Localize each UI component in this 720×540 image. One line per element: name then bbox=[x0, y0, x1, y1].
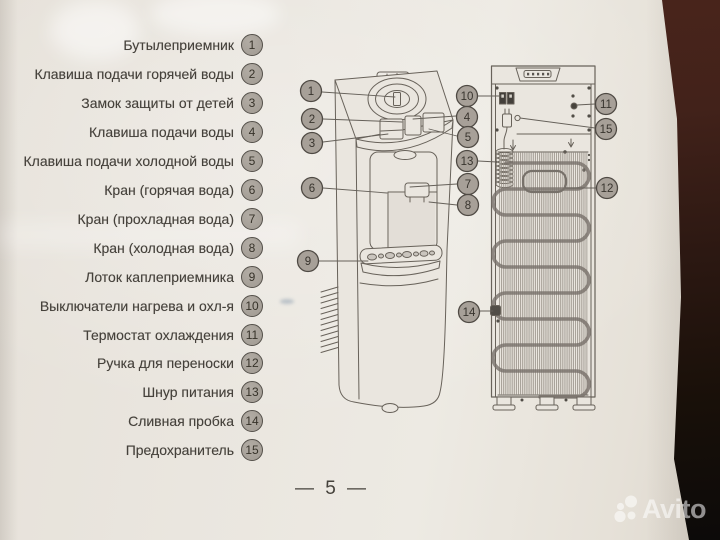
part-number-badge: 4 bbox=[241, 120, 263, 143]
power-plug bbox=[502, 108, 512, 150]
callout-circle-6 bbox=[300, 176, 324, 200]
part-label: Лоток каплеприемника bbox=[85, 268, 234, 285]
callout-circle-5 bbox=[456, 125, 480, 149]
part-number-badge: 7 bbox=[241, 207, 263, 230]
part-number-badge: 12 bbox=[241, 352, 263, 375]
part-label: Термостат охлаждения bbox=[83, 326, 234, 343]
parts-list-item: Кран (холодная вода) 8 bbox=[0, 236, 263, 259]
callout-circle-2 bbox=[300, 107, 324, 131]
parts-list-item: Шнур питания 13 bbox=[0, 381, 263, 404]
tube-bracket bbox=[521, 169, 568, 194]
part-number-badge: 5 bbox=[241, 149, 263, 172]
parts-list-item: Термостат охлаждения 11 bbox=[0, 323, 263, 346]
callout-circle-3 bbox=[300, 131, 324, 155]
parts-list-item: Бутылеприемник 1 bbox=[0, 34, 263, 56]
part-label: Кран (прохладная вода) bbox=[77, 210, 235, 227]
parts-list-item: Предохранитель 15 bbox=[0, 439, 263, 462]
rear-view-drawing bbox=[490, 65, 596, 411]
part-number-badge: 8 bbox=[241, 236, 263, 259]
condenser-tube bbox=[491, 161, 591, 399]
part-label: Шнур питания bbox=[142, 384, 234, 401]
leader-lines bbox=[318, 91, 597, 312]
parts-list-item: Кран (прохладная вода) 7 bbox=[0, 207, 263, 230]
part-number-badge: 1 bbox=[241, 34, 263, 56]
callout-circle-9 bbox=[296, 249, 320, 273]
part-label: Кран (горячая вода) bbox=[104, 181, 234, 198]
parts-list-item: Лоток каплеприемника 9 bbox=[0, 265, 263, 288]
callout-circle-11 bbox=[594, 92, 618, 116]
part-number-badge: 15 bbox=[241, 439, 263, 462]
callout-number-10: 10 bbox=[461, 91, 474, 103]
parts-list-item: Клавиша подачи воды 4 bbox=[0, 120, 263, 143]
parts-list-item: Выключатели нагрева и охл-я 10 bbox=[0, 294, 263, 317]
part-number-badge: 6 bbox=[241, 178, 263, 201]
callout-number-11: 11 bbox=[600, 99, 612, 111]
page-number: — 5 — bbox=[294, 478, 370, 499]
parts-list-item: Замок защиты от детей 3 bbox=[0, 91, 263, 114]
callout-circle-1 bbox=[299, 79, 323, 103]
front-view-drawing bbox=[320, 70, 454, 413]
callout-number-12: 12 bbox=[601, 183, 614, 195]
part-label: Бутылеприемник bbox=[123, 37, 234, 53]
part-number-badge: 9 bbox=[241, 265, 263, 288]
callout-number-5: 5 bbox=[465, 132, 471, 144]
power-switches bbox=[499, 92, 515, 105]
callout-number-15: 15 bbox=[600, 124, 613, 136]
part-number-badge: 13 bbox=[241, 381, 263, 404]
handle-vent-dots bbox=[527, 72, 550, 76]
callout-circle-14 bbox=[457, 300, 481, 324]
thermostat-dot bbox=[570, 102, 578, 110]
parts-list-item: Клавиша подачи холодной воды 5 bbox=[0, 149, 263, 172]
avito-watermark: Avito bbox=[608, 492, 720, 536]
part-number-badge: 11 bbox=[241, 323, 263, 346]
callout-number-4: 4 bbox=[464, 112, 471, 124]
callout-number-14: 14 bbox=[463, 307, 476, 319]
part-label: Замок защиты от детей bbox=[81, 94, 234, 111]
part-label: Выключатели нагрева и охл-я bbox=[39, 297, 234, 314]
part-label: Клавиша подачи холодной воды bbox=[23, 152, 235, 169]
callout-number-6: 6 bbox=[309, 183, 315, 195]
callout-circle-12 bbox=[595, 176, 619, 200]
part-label: Клавиша подачи воды bbox=[89, 123, 234, 140]
part-label: Ручка для переноски bbox=[97, 355, 234, 372]
parts-list-item: Кран (горячая вода) 6 bbox=[0, 178, 263, 201]
part-label: Сливная пробка bbox=[128, 413, 234, 430]
part-number-badge: 3 bbox=[241, 91, 263, 114]
callout-number-13: 13 bbox=[461, 156, 474, 168]
callout-circle-8 bbox=[456, 193, 480, 217]
parts-list-item: Сливная пробка 14 bbox=[0, 410, 263, 433]
condenser-fins bbox=[499, 152, 588, 395]
avito-logo-icon bbox=[614, 495, 637, 523]
part-number-badge: 14 bbox=[241, 410, 263, 433]
part-label: Предохранитель bbox=[125, 442, 234, 459]
parts-list-item: Ручка для переноски 12 bbox=[0, 352, 263, 375]
avito-watermark-text: Avito bbox=[642, 494, 707, 524]
drain-plug bbox=[490, 305, 501, 316]
rear-feet bbox=[492, 396, 596, 411]
part-number-badge: 2 bbox=[241, 62, 263, 85]
callout-number-7: 7 bbox=[465, 179, 471, 191]
callout-number-2: 2 bbox=[309, 114, 315, 126]
part-label: Кран (холодная вода) bbox=[93, 239, 234, 256]
parts-list-item: Клавиша подачи горячей воды 2 bbox=[0, 62, 263, 85]
callout-number-9: 9 bbox=[305, 256, 311, 268]
callout-circle-15 bbox=[594, 117, 618, 141]
part-number-badge: 10 bbox=[241, 294, 263, 317]
callout-number-1: 1 bbox=[308, 86, 314, 98]
callout-number-3: 3 bbox=[309, 138, 315, 150]
callout-number-8: 8 bbox=[465, 200, 471, 212]
callout-circle-13 bbox=[455, 149, 479, 173]
part-label: Клавиша подачи горячей воды bbox=[34, 65, 234, 82]
vent-grille bbox=[320, 286, 339, 353]
